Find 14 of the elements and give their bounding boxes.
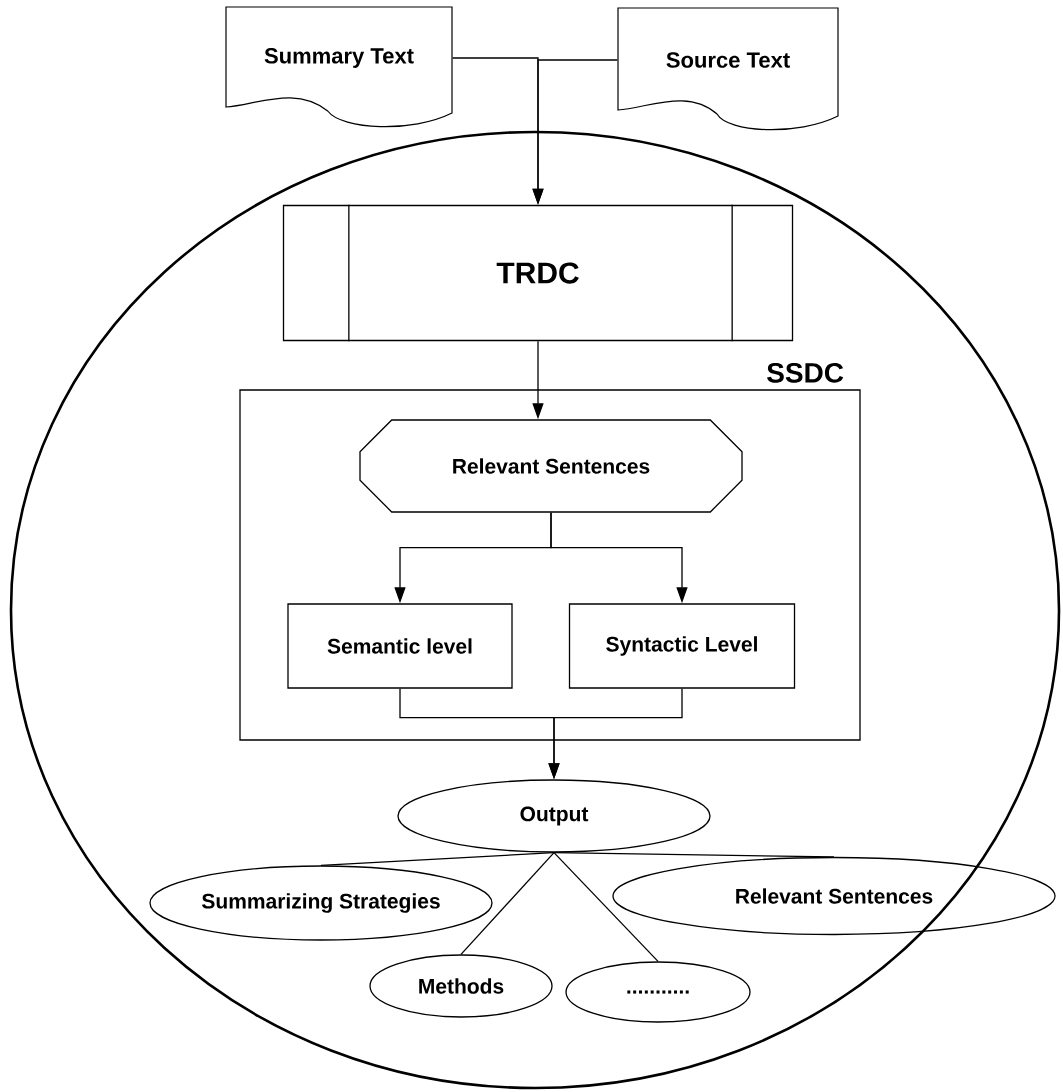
ellipse-node: Relevant Sentences [612,856,1056,936]
process-box: Semantic level [287,603,513,689]
ellipse-node: Summarizing Strategies [149,865,493,941]
connector-line [553,852,659,962]
ellipse-node: ........... [565,961,751,1023]
ellipse-node: Methods [369,954,553,1018]
system-circle [9,130,1061,1090]
process-box: Syntactic Level [568,603,796,689]
process-box: TRDC [282,204,794,342]
connector-line [460,852,555,955]
ellipse-node: Output [397,779,711,853]
node-label: SSDC [767,362,844,383]
connector-line [553,852,835,858]
connector-line [320,852,555,866]
